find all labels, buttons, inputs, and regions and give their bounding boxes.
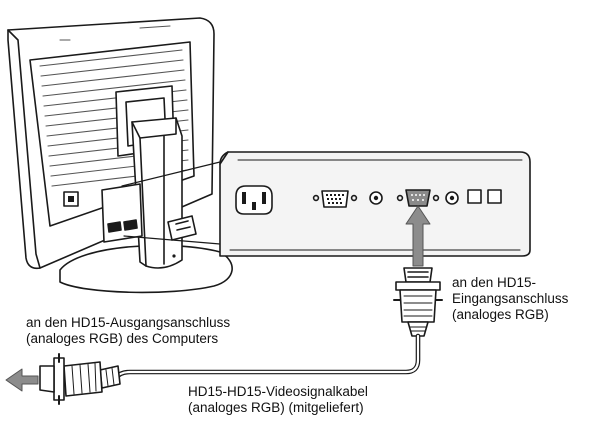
label-line: (analoges RGB) <box>452 307 549 322</box>
connector-panel <box>219 151 531 257</box>
monitor <box>7 17 233 294</box>
label-line: (analoges RGB) (mitgeliefert) <box>188 400 364 415</box>
hd15-input-port <box>396 189 440 207</box>
zoom-callout-lines <box>121 161 221 245</box>
power-inlet-port <box>235 185 273 215</box>
monitor-stand-base <box>59 244 233 294</box>
usb-port-2 <box>487 189 502 204</box>
dvi-input-port <box>312 190 358 208</box>
monitor-housing-edge <box>7 29 41 269</box>
hd15-plug-monitor-side <box>393 267 443 337</box>
usb-port-1 <box>467 189 482 204</box>
label-hd15-input-port: an den HD15- Eingangsanschluss (analoges… <box>452 275 568 323</box>
label-video-cable: HD15-HD15-Videosignalkabel (analoges RGB… <box>188 384 368 416</box>
monitor-connector-area <box>101 183 143 243</box>
label-computer-output-port: an den HD15-Ausgangsanschluss (analoges … <box>26 315 230 347</box>
monitor-cable-clip <box>167 215 197 241</box>
label-line: an den HD15-Ausgangsanschluss <box>26 315 231 330</box>
hd15-plug-computer-side <box>39 353 121 405</box>
label-line: (analoges RGB) des Computers <box>26 331 219 346</box>
audio-jack-1 <box>369 191 383 205</box>
to-computer-arrow-icon <box>5 368 39 392</box>
audio-jack-2 <box>445 191 459 205</box>
label-line: Eingangsanschluss <box>452 291 569 306</box>
insert-arrow-icon <box>405 205 431 267</box>
label-line: HD15-HD15-Videosignalkabel <box>188 384 368 399</box>
label-line: an den HD15- <box>452 275 537 290</box>
